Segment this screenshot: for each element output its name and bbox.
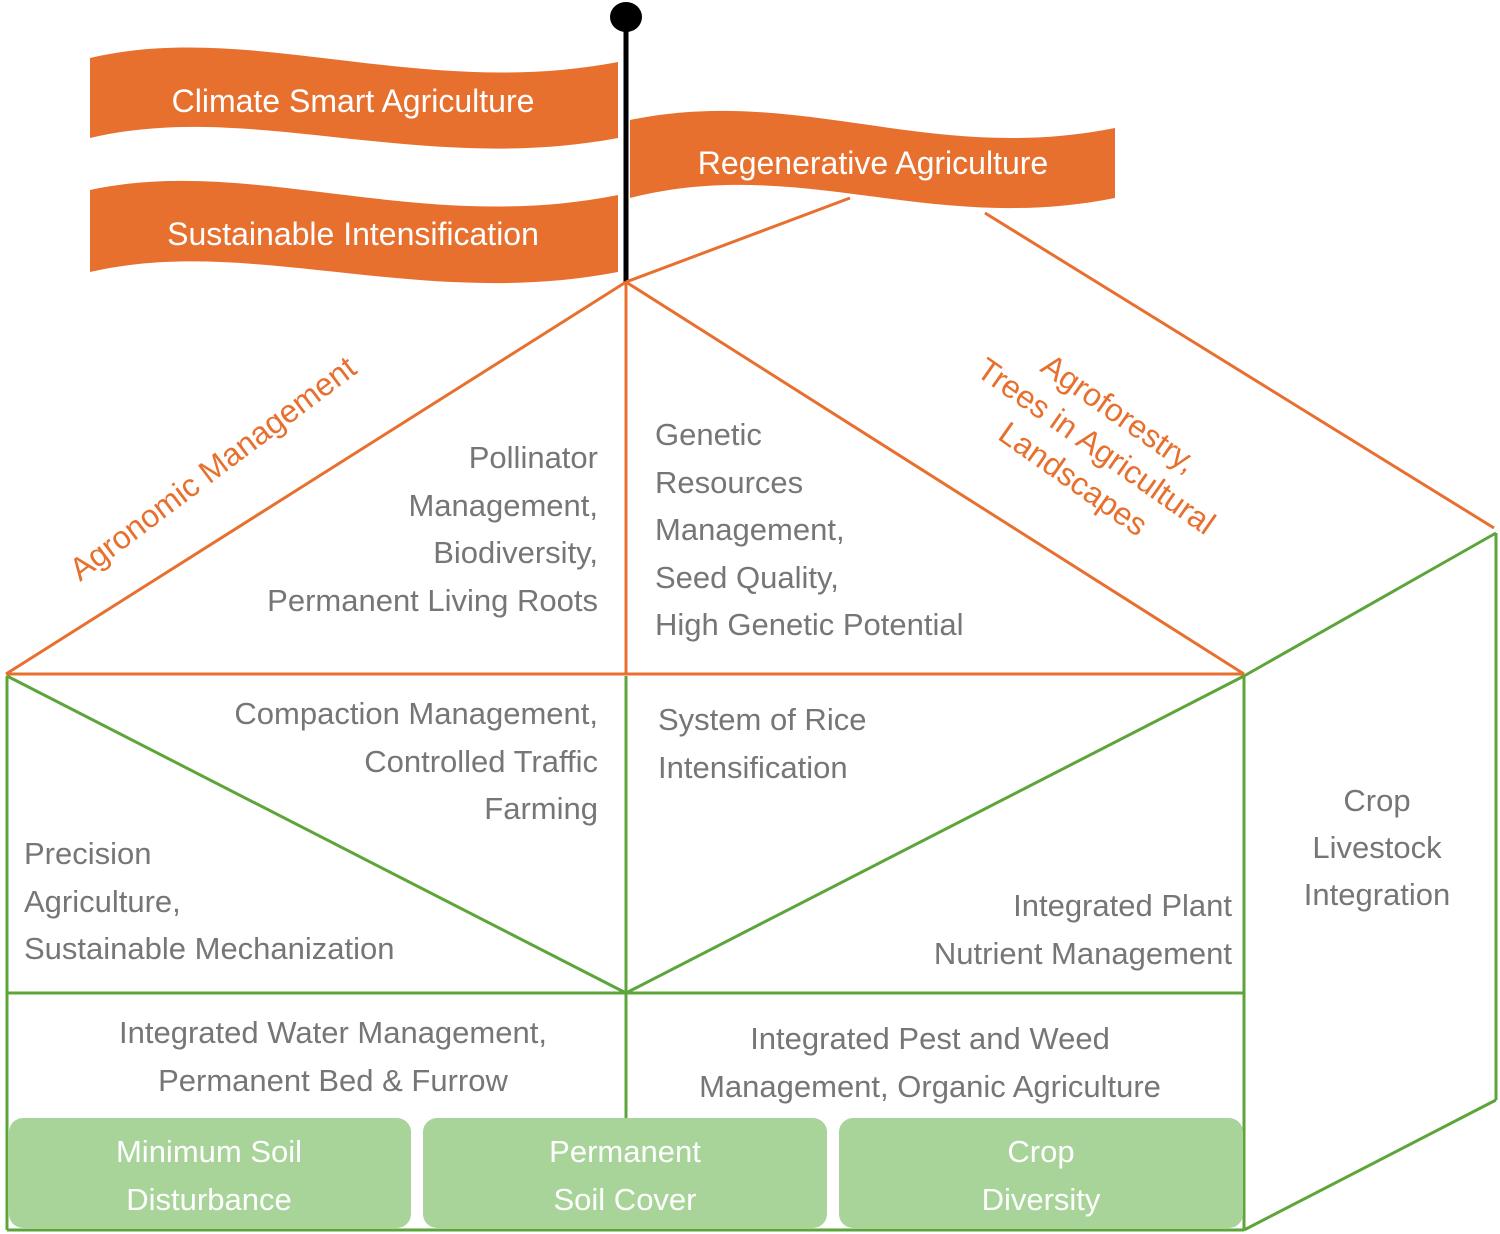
roof-left-text: Pollinator Management, Biodiversity, Per… [267, 440, 598, 618]
flag-sustainable-intensification [90, 180, 618, 284]
pillar-text-3: Crop Diversity [982, 1134, 1101, 1217]
svg-text:System of Rice: System of Rice [658, 702, 866, 737]
svg-text:Integrated Pest and Weed: Integrated Pest and Weed [750, 1021, 1110, 1056]
middle-top-left-text: Compaction Management, Controlled Traffi… [234, 696, 598, 826]
svg-text:Soil Cover: Soil Cover [554, 1182, 697, 1217]
svg-text:Intensification: Intensification [658, 750, 848, 785]
svg-text:Management,: Management, [655, 512, 845, 547]
svg-text:Permanent: Permanent [549, 1134, 701, 1169]
flag-climate-smart [90, 47, 618, 149]
svg-text:Minimum Soil: Minimum Soil [116, 1134, 302, 1169]
svg-text:Permanent Living Roots: Permanent Living Roots [267, 583, 598, 618]
lower-right-text: Integrated Pest and Weed Management, Org… [699, 1021, 1161, 1104]
svg-text:Agriculture,: Agriculture, [24, 884, 181, 919]
svg-text:Crop: Crop [1343, 783, 1410, 818]
pillar-text-2: Permanent Soil Cover [549, 1134, 701, 1217]
flag-label-climate-smart: Climate Smart Agriculture [172, 83, 535, 119]
svg-text:Precision: Precision [24, 836, 152, 871]
svg-text:Integrated Water Management,: Integrated Water Management, [119, 1015, 547, 1050]
roof-label-agroforestry: Agroforestry, Trees in Agricultural Land… [971, 347, 1222, 543]
lower-left-text: Integrated Water Management, Permanent B… [119, 1015, 547, 1098]
body-lines [5, 531, 1498, 1232]
svg-text:Diversity: Diversity [982, 1182, 1101, 1217]
pillar-text-1: Minimum Soil Disturbance [116, 1134, 302, 1217]
svg-text:High Genetic Potential: High Genetic Potential [655, 607, 963, 642]
svg-text:Genetic: Genetic [655, 417, 762, 452]
svg-text:Management, Organic Agricultur: Management, Organic Agriculture [699, 1069, 1161, 1104]
flag-label-sustainable-intensification: Sustainable Intensification [167, 216, 539, 252]
svg-text:Compaction Management,: Compaction Management, [234, 696, 598, 731]
middle-bottom-left-text: Precision Agriculture, Sustainable Mecha… [24, 836, 395, 966]
roof-right-text: Genetic Resources Management, Seed Quali… [655, 417, 963, 642]
pillar-minimum-soil-disturbance [9, 1118, 411, 1228]
svg-text:Livestock: Livestock [1312, 830, 1442, 865]
pillar-crop-diversity [839, 1118, 1243, 1228]
svg-text:Permanent Bed & Furrow: Permanent Bed & Furrow [158, 1063, 508, 1098]
svg-text:Management,: Management, [408, 488, 598, 523]
svg-text:Crop: Crop [1007, 1134, 1074, 1169]
roof-label-agronomic-management: Agronomic Management [63, 349, 363, 588]
svg-text:Disturbance: Disturbance [126, 1182, 291, 1217]
middle-top-right-text: System of Rice Intensification [658, 702, 866, 785]
middle-bottom-right-text: Integrated Plant Nutrient Management [934, 888, 1232, 971]
flag-pole-knob [610, 2, 642, 32]
svg-text:Nutrient Management: Nutrient Management [934, 936, 1232, 971]
svg-text:Seed Quality,: Seed Quality, [655, 560, 839, 595]
side-text-crop-livestock: Crop Livestock Integration [1304, 783, 1451, 912]
svg-text:Pollinator: Pollinator [469, 440, 598, 475]
svg-text:Integration: Integration [1304, 877, 1451, 912]
svg-text:Controlled Traffic: Controlled Traffic [364, 744, 598, 779]
svg-text:Farming: Farming [484, 791, 598, 826]
svg-text:Sustainable Mechanization: Sustainable Mechanization [24, 931, 395, 966]
pillar-permanent-soil-cover [423, 1118, 827, 1228]
roof-lines [5, 196, 1495, 676]
flag-label-regenerative: Regenerative Agriculture [698, 145, 1048, 181]
svg-text:Integrated Plant: Integrated Plant [1013, 888, 1232, 923]
flag-regenerative [630, 110, 1115, 209]
svg-text:Resources: Resources [655, 465, 803, 500]
svg-text:Biodiversity,: Biodiversity, [433, 535, 598, 570]
